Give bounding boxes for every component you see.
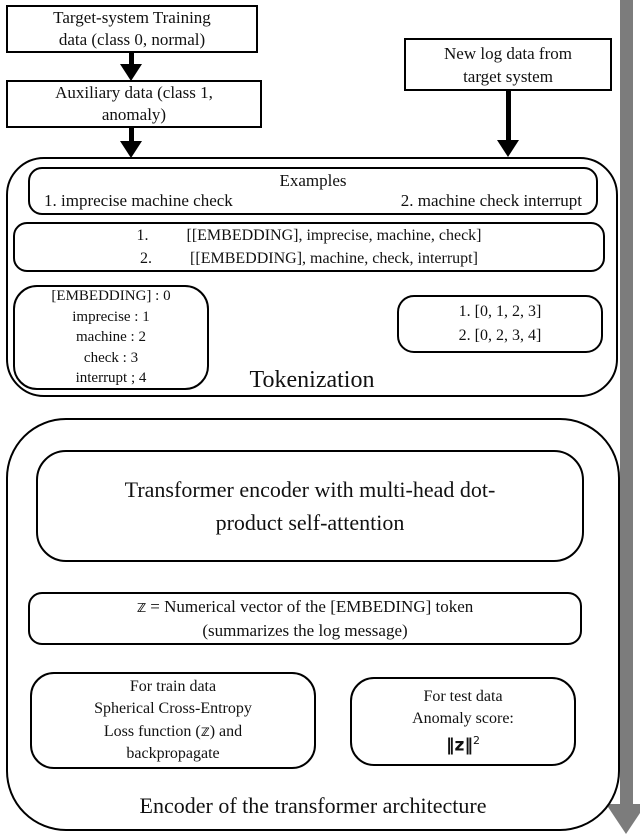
test-data-box: For test data Anomaly score: ‖z‖2 — [350, 677, 576, 766]
target-training-data-box: Target-system Training data (class 0, no… — [6, 5, 258, 53]
auxiliary-line2: anomaly) — [101, 105, 167, 124]
tokenization-label: Tokenization — [249, 367, 375, 393]
example-2: 2. machine check interrupt — [400, 191, 582, 210]
examples-box: Examples 1. imprecise machine check 2. m… — [28, 167, 598, 215]
transformer-line2: product self-attention — [215, 510, 405, 535]
embedding-row-2-text: [[EMBEDDING], machine, check, interrupt] — [190, 250, 478, 267]
new-log-line2: target system — [463, 66, 553, 86]
z-vector-line1: 𝕫 = Numerical vector of the [EMBEDING] t… — [137, 595, 474, 619]
target-training-line2: data (class 0, normal) — [58, 30, 206, 49]
indices-line-2: 2. [0, 2, 3, 4] — [458, 327, 542, 344]
z-vector-box: 𝕫 = Numerical vector of the [EMBEDING] t… — [28, 592, 582, 645]
flow-arrow-head-icon — [606, 804, 640, 834]
exponent: 2 — [472, 734, 480, 748]
new-log-line1: New log data from — [444, 43, 572, 63]
z-symbol: 𝕫 — [136, 596, 147, 616]
norm-close: ‖ — [464, 735, 473, 756]
train-line3-pre: Loss function ( — [103, 723, 201, 740]
vocab-line-machine: machine : 2 — [76, 329, 146, 346]
arrow-stem — [128, 128, 134, 141]
transformer-encoder-box: Transformer encoder with multi-head dot-… — [36, 450, 584, 562]
embedding-row-2: 2. [[EMBEDDING], machine, check, interru… — [140, 247, 478, 270]
examples-title: Examples — [279, 171, 347, 190]
tokenization-container: Examples 1. imprecise machine check 2. m… — [6, 157, 618, 397]
z-vector-line2: (summarizes the log message) — [202, 620, 408, 640]
train-line3: Loss function (𝕫) and — [104, 720, 242, 743]
indices-line-1: 1. [0, 1, 2, 3] — [458, 303, 542, 320]
embedding-row-1-num: 1. — [136, 227, 149, 244]
down-arrow-auxiliary-to-tokenization — [111, 128, 151, 158]
encoder-label: Encoder of the transformer architecture — [139, 793, 487, 818]
embedding-row-2-num: 2. — [140, 250, 153, 267]
anomaly-score-formula: ‖z‖2 — [446, 730, 480, 757]
norm-open: ‖ — [446, 735, 455, 756]
vocab-line-check: check : 3 — [83, 349, 139, 366]
train-line4: backpropagate — [126, 745, 220, 762]
train-line1: For train data — [129, 678, 217, 695]
encoder-container: Transformer encoder with multi-head dot-… — [6, 418, 620, 831]
z-symbol: z — [454, 735, 465, 756]
down-arrow-newlog-to-tokenization — [488, 91, 528, 157]
token-indices-box: 1. [0, 1, 2, 3] 2. [0, 2, 3, 4] — [397, 295, 603, 353]
train-data-box: For train data Spherical Cross-Entropy L… — [30, 672, 316, 769]
z-symbol: 𝕫 — [200, 722, 210, 740]
train-line3-post: ) and — [209, 723, 243, 740]
vocab-line-embedding: [EMBEDDING] : 0 — [51, 288, 171, 305]
test-line1: For test data — [423, 688, 503, 706]
transformer-line1: Transformer encoder with multi-head dot- — [124, 477, 496, 502]
target-training-line1: Target-system Training — [53, 8, 211, 27]
down-arrow-target-to-auxiliary — [111, 53, 151, 81]
arrow-stem — [505, 91, 511, 140]
arrow-head-icon — [120, 141, 142, 158]
test-line2: Anomaly score: — [412, 710, 514, 728]
embedding-row-1-text: [[EMBEDDING], imprecise, machine, check] — [186, 227, 482, 244]
vocab-line-imprecise: imprecise : 1 — [72, 308, 150, 325]
train-line2: Spherical Cross-Entropy — [94, 700, 252, 717]
vocab-line-interrupt: interrupt ; 4 — [75, 370, 147, 387]
embedding-row-1: 1. [[EMBEDDING], imprecise, machine, che… — [137, 224, 482, 247]
new-log-data-box: New log data from target system — [404, 38, 612, 91]
examples-row: 1. imprecise machine check 2. machine ch… — [30, 191, 596, 211]
example-1: 1. imprecise machine check — [44, 191, 233, 210]
arrow-head-icon — [497, 140, 519, 157]
auxiliary-data-box: Auxiliary data (class 1, anomaly) — [6, 80, 262, 128]
embedding-tokens-box: 1. [[EMBEDDING], imprecise, machine, che… — [13, 222, 605, 272]
z-vector-line1-text: = Numerical vector of the [EMBEDING] tok… — [150, 596, 474, 616]
arrow-stem — [128, 53, 134, 64]
arrow-head-icon — [120, 64, 142, 81]
auxiliary-line1: Auxiliary data (class 1, — [55, 83, 213, 102]
flow-arrow-shaft — [620, 0, 633, 806]
vocabulary-box: [EMBEDDING] : 0 imprecise : 1 machine : … — [13, 285, 209, 390]
